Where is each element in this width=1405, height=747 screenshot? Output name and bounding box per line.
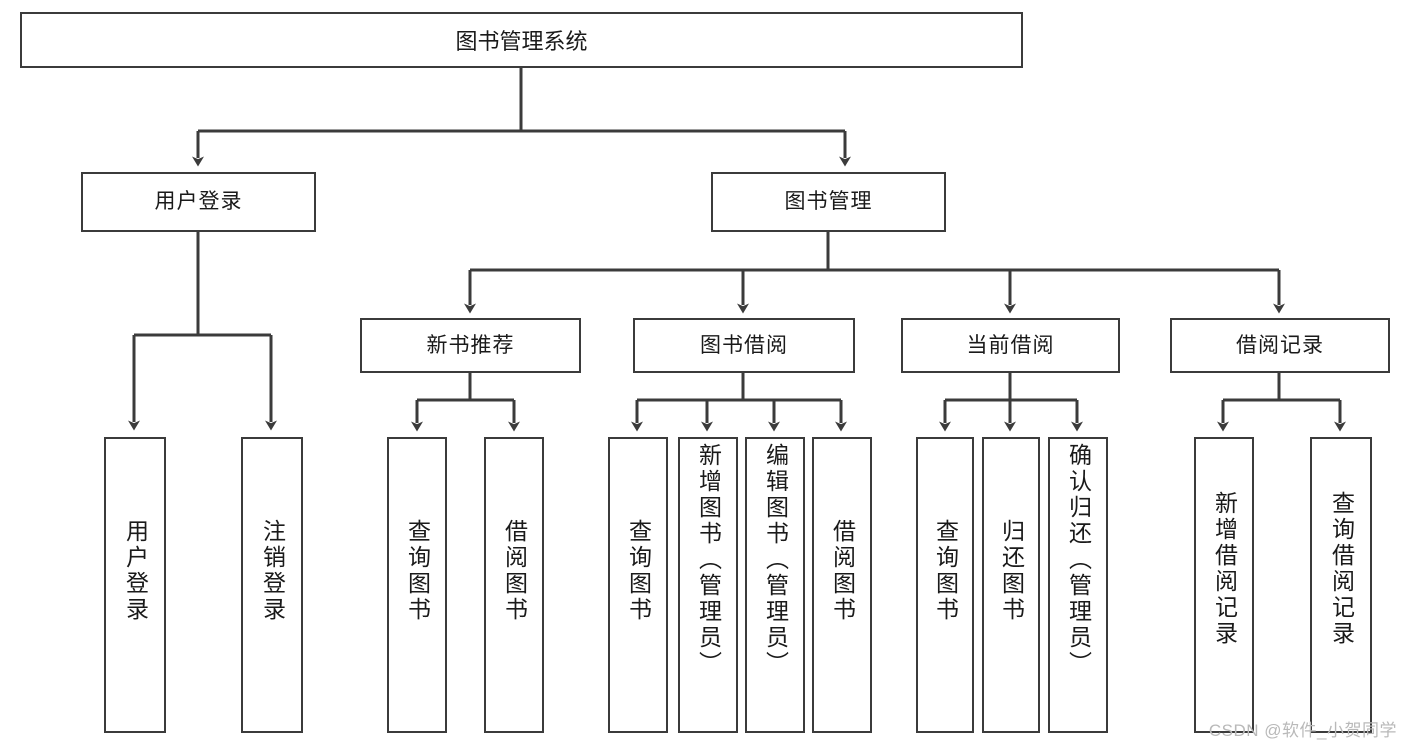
leaf-label: 借阅图书 (829, 519, 856, 623)
leaf-current-query-book[interactable]: 查询图书 (916, 437, 974, 733)
leaf-label: 归还图书 (998, 519, 1025, 623)
node-book-borrow[interactable]: 图书借阅 (633, 318, 855, 373)
node-user-login[interactable]: 用户登录 (81, 172, 316, 232)
leaf-label: 用户登录 (122, 519, 149, 623)
leaf-label: 确认归还（管理员） (1065, 443, 1092, 677)
leaf-borrow-add-book-admin[interactable]: 新增图书（管理员） (678, 437, 738, 733)
node-new-book-recommend[interactable]: 新书推荐 (360, 318, 581, 373)
leaf-borrow-borrow-book[interactable]: 借阅图书 (812, 437, 872, 733)
leaf-borrow-query-book[interactable]: 查询图书 (608, 437, 668, 733)
leaf-label: 注销登录 (259, 519, 286, 623)
node-root-system[interactable]: 图书管理系统 (20, 12, 1023, 68)
leaf-recommend-query-book[interactable]: 查询图书 (387, 437, 447, 733)
leaf-borrow-edit-book-admin[interactable]: 编辑图书（管理员） (745, 437, 805, 733)
node-book-management[interactable]: 图书管理 (711, 172, 946, 232)
leaf-record-add-record[interactable]: 新增借阅记录 (1194, 437, 1254, 733)
node-current-borrow[interactable]: 当前借阅 (901, 318, 1120, 373)
leaf-label: 新增借阅记录 (1211, 491, 1238, 647)
leaf-record-query-record[interactable]: 查询借阅记录 (1310, 437, 1372, 733)
leaf-label: 查询图书 (404, 519, 431, 623)
csdn-watermark: CSDN @软件_小贺同学 (1208, 721, 1397, 740)
leaf-current-confirm-return-admin[interactable]: 确认归还（管理员） (1048, 437, 1108, 733)
leaf-label: 新增图书（管理员） (695, 443, 722, 677)
leaf-recommend-borrow-book[interactable]: 借阅图书 (484, 437, 544, 733)
leaf-label: 借阅图书 (501, 519, 528, 623)
leaf-label: 编辑图书（管理员） (762, 443, 789, 677)
leaf-label: 查询借阅记录 (1328, 491, 1355, 647)
leaf-user-login-login[interactable]: 用户登录 (104, 437, 166, 733)
node-borrow-record[interactable]: 借阅记录 (1170, 318, 1390, 373)
leaf-label: 查询图书 (625, 519, 652, 623)
leaf-current-return-book[interactable]: 归还图书 (982, 437, 1040, 733)
leaf-user-login-logout[interactable]: 注销登录 (241, 437, 303, 733)
leaf-label: 查询图书 (932, 519, 959, 623)
